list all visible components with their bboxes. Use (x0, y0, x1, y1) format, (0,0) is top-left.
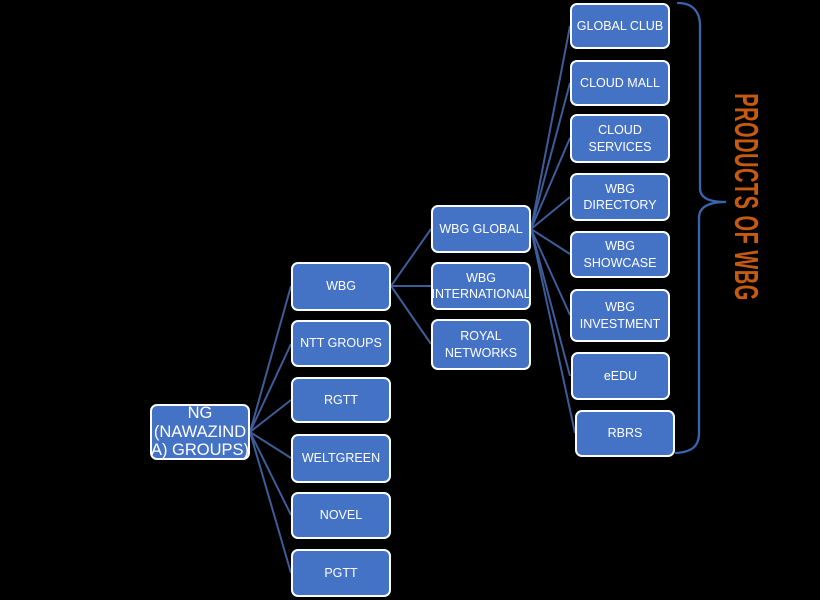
node-label: NTT GROUPS (300, 336, 382, 351)
connector-line (249, 285, 292, 433)
node-label-line: NG (187, 404, 213, 423)
node-label-line: A) GROUPS) (150, 441, 250, 460)
node-ntt-groups: NTT GROUPS (291, 320, 391, 367)
connector-line (530, 228, 571, 316)
node-rbrs: RBRS (575, 410, 675, 457)
node-wbg-showcase: WBG SHOWCASE (570, 231, 670, 278)
node-label: NG (NAWAZIND A) GROUPS) (151, 404, 249, 459)
connector-line (530, 137, 571, 230)
connector-line (249, 431, 292, 574)
node-label: WBG GLOBAL (439, 221, 523, 236)
node-label: WBG SHOWCASE (583, 239, 657, 270)
node-label: GLOBAL CLUB (576, 18, 664, 33)
node-label: WELTGREEN (301, 451, 381, 466)
right-brace (674, 1, 727, 455)
node-wbg-directory: WBG DIRECTORY (570, 173, 670, 221)
connector-line (249, 431, 292, 459)
connector-line (249, 343, 292, 433)
node-label: PGTT (324, 565, 358, 580)
node-wbg-international: WBG INTERNATIONAL (431, 262, 531, 310)
connector-line (530, 228, 576, 434)
connector-line (390, 228, 432, 287)
node-label: WBG (326, 279, 356, 294)
connector-line (530, 196, 571, 230)
node-cloud-services: CLOUD SERVICES (570, 114, 670, 163)
connector-line (390, 285, 432, 345)
node-novel: NOVEL (291, 492, 391, 539)
node-label: CLOUD MALL (580, 75, 660, 90)
node-ng-groups: NG (NAWAZIND A) GROUPS) (150, 404, 250, 460)
connector-line (530, 228, 571, 255)
node-label: WBG INTERNATIONAL (431, 270, 531, 301)
connector-line (530, 25, 571, 230)
node-label: RGTT (323, 392, 359, 407)
node-royal-networks: ROYAL NETWORKS (431, 319, 531, 370)
connector-line (249, 399, 292, 433)
node-cloud-mall: CLOUD MALL (570, 60, 670, 106)
node-label: CLOUD SERVICES (588, 123, 652, 154)
node-eedu: eEDU (571, 352, 670, 400)
node-label: WBG INVESTMENT (579, 300, 661, 331)
node-global-club: GLOBAL CLUB (570, 3, 670, 49)
node-weltgreen: WELTGREEN (291, 434, 391, 483)
node-label-line: (NAWAZIND (153, 422, 247, 441)
node-wbg-global: WBG GLOBAL (431, 205, 531, 253)
node-rgtt: RGTT (291, 377, 391, 423)
connector-line (530, 228, 571, 377)
node-label: ROYAL NETWORKS (444, 329, 518, 360)
connector-line (249, 431, 292, 516)
connector-line (530, 82, 571, 230)
node-label: RBRS (607, 426, 643, 441)
node-label: WBG DIRECTORY (583, 181, 657, 212)
vertical-title-products-of-wbg: PRODUCTS OF WBG (726, 93, 763, 301)
node-label: eEDU (603, 368, 638, 383)
node-label: NOVEL (319, 508, 363, 523)
node-pgtt: PGTT (291, 549, 391, 597)
node-wbg-investment: WBG INVESTMENT (570, 289, 670, 342)
node-wbg: WBG (291, 262, 391, 311)
